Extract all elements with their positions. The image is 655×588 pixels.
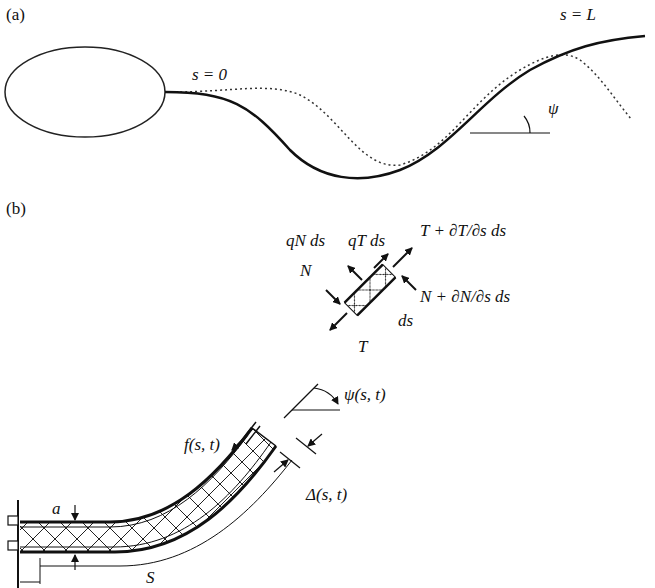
label: S	[146, 569, 155, 586]
cell-body	[5, 47, 165, 137]
angle-arc	[314, 388, 338, 404]
label: T + ∂T/∂s ds	[420, 222, 506, 239]
label: f(s, t)	[184, 436, 220, 453]
angle-arc	[524, 116, 530, 133]
label: ds	[398, 312, 413, 329]
delta-tick	[296, 438, 316, 454]
anchor	[8, 541, 18, 550]
tube-edge	[20, 428, 252, 522]
arc-length-line	[40, 460, 292, 566]
f-arrow	[242, 422, 260, 444]
beam-element	[345, 265, 396, 316]
a-arrow	[74, 555, 75, 570]
hatch	[20, 428, 276, 552]
delta-arrow	[274, 460, 288, 472]
horizontal-ref	[470, 132, 550, 133]
anchor	[8, 516, 18, 525]
label: (a)	[6, 6, 25, 23]
arc-length-tick	[20, 582, 40, 583]
label: T	[358, 338, 367, 355]
force-arrows	[326, 248, 416, 330]
label: N	[300, 262, 311, 279]
tangent-line	[284, 384, 318, 418]
tube-inner	[20, 435, 248, 527]
a-arrow	[74, 505, 75, 520]
label: s = 0	[192, 66, 227, 83]
delta-arrow	[308, 434, 322, 446]
arc-length-tick	[40, 558, 41, 584]
flagellum-dotted	[175, 55, 632, 166]
tube-edge	[20, 446, 276, 552]
label: qN ds	[286, 232, 325, 249]
flagellum	[165, 36, 645, 178]
label: (b)	[6, 200, 26, 217]
horizontal-ref	[292, 409, 340, 410]
label: N + ∂N/∂s ds	[420, 288, 510, 305]
label: ψ	[548, 100, 559, 117]
label: s = L	[560, 6, 596, 23]
delta-tick	[280, 452, 300, 468]
label: Δ(s, t)	[306, 486, 347, 503]
label: a	[52, 500, 61, 517]
tube-inner	[20, 442, 271, 547]
label: ψ(s, t)	[344, 386, 386, 403]
f-arrow	[232, 436, 246, 450]
label: qT ds	[348, 232, 385, 249]
